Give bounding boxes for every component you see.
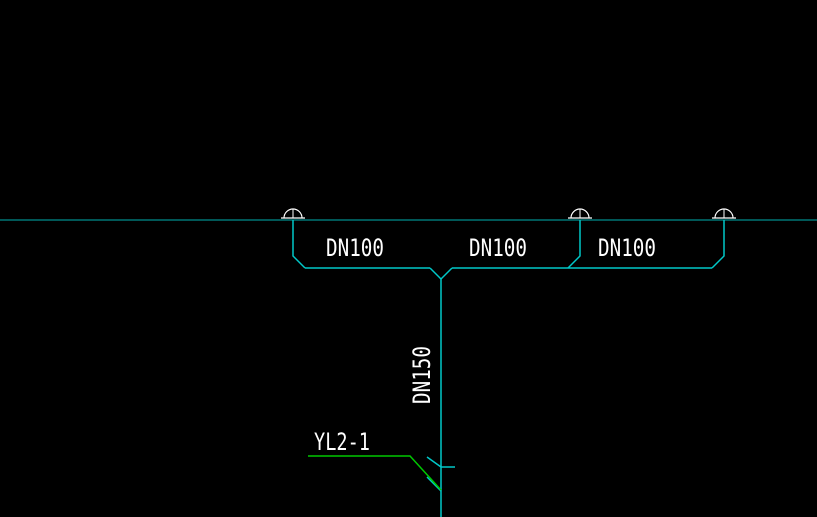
label-pipe-right: DN100	[598, 234, 656, 262]
pipe-drop-middle	[567, 220, 581, 269]
pipe-drop-left	[292, 220, 306, 269]
label-pipe-left: DN100	[326, 234, 384, 262]
pipe-tee-right	[440, 267, 453, 280]
label-pipe-middle: DN100	[469, 234, 527, 262]
roof-drain-right	[712, 208, 736, 219]
pipe-network	[292, 220, 725, 517]
roof-drain-middle	[568, 208, 592, 219]
pipe-drop-right	[711, 220, 725, 269]
riser-tap-arm	[426, 456, 442, 468]
label-riser: DN150	[408, 346, 436, 404]
riser-tap-lower	[426, 476, 442, 492]
tag-leader	[308, 455, 442, 491]
roof-drain-left	[281, 208, 305, 219]
pipe-tee-left	[429, 267, 442, 280]
label-riser-tag: YL2-1	[314, 428, 370, 456]
